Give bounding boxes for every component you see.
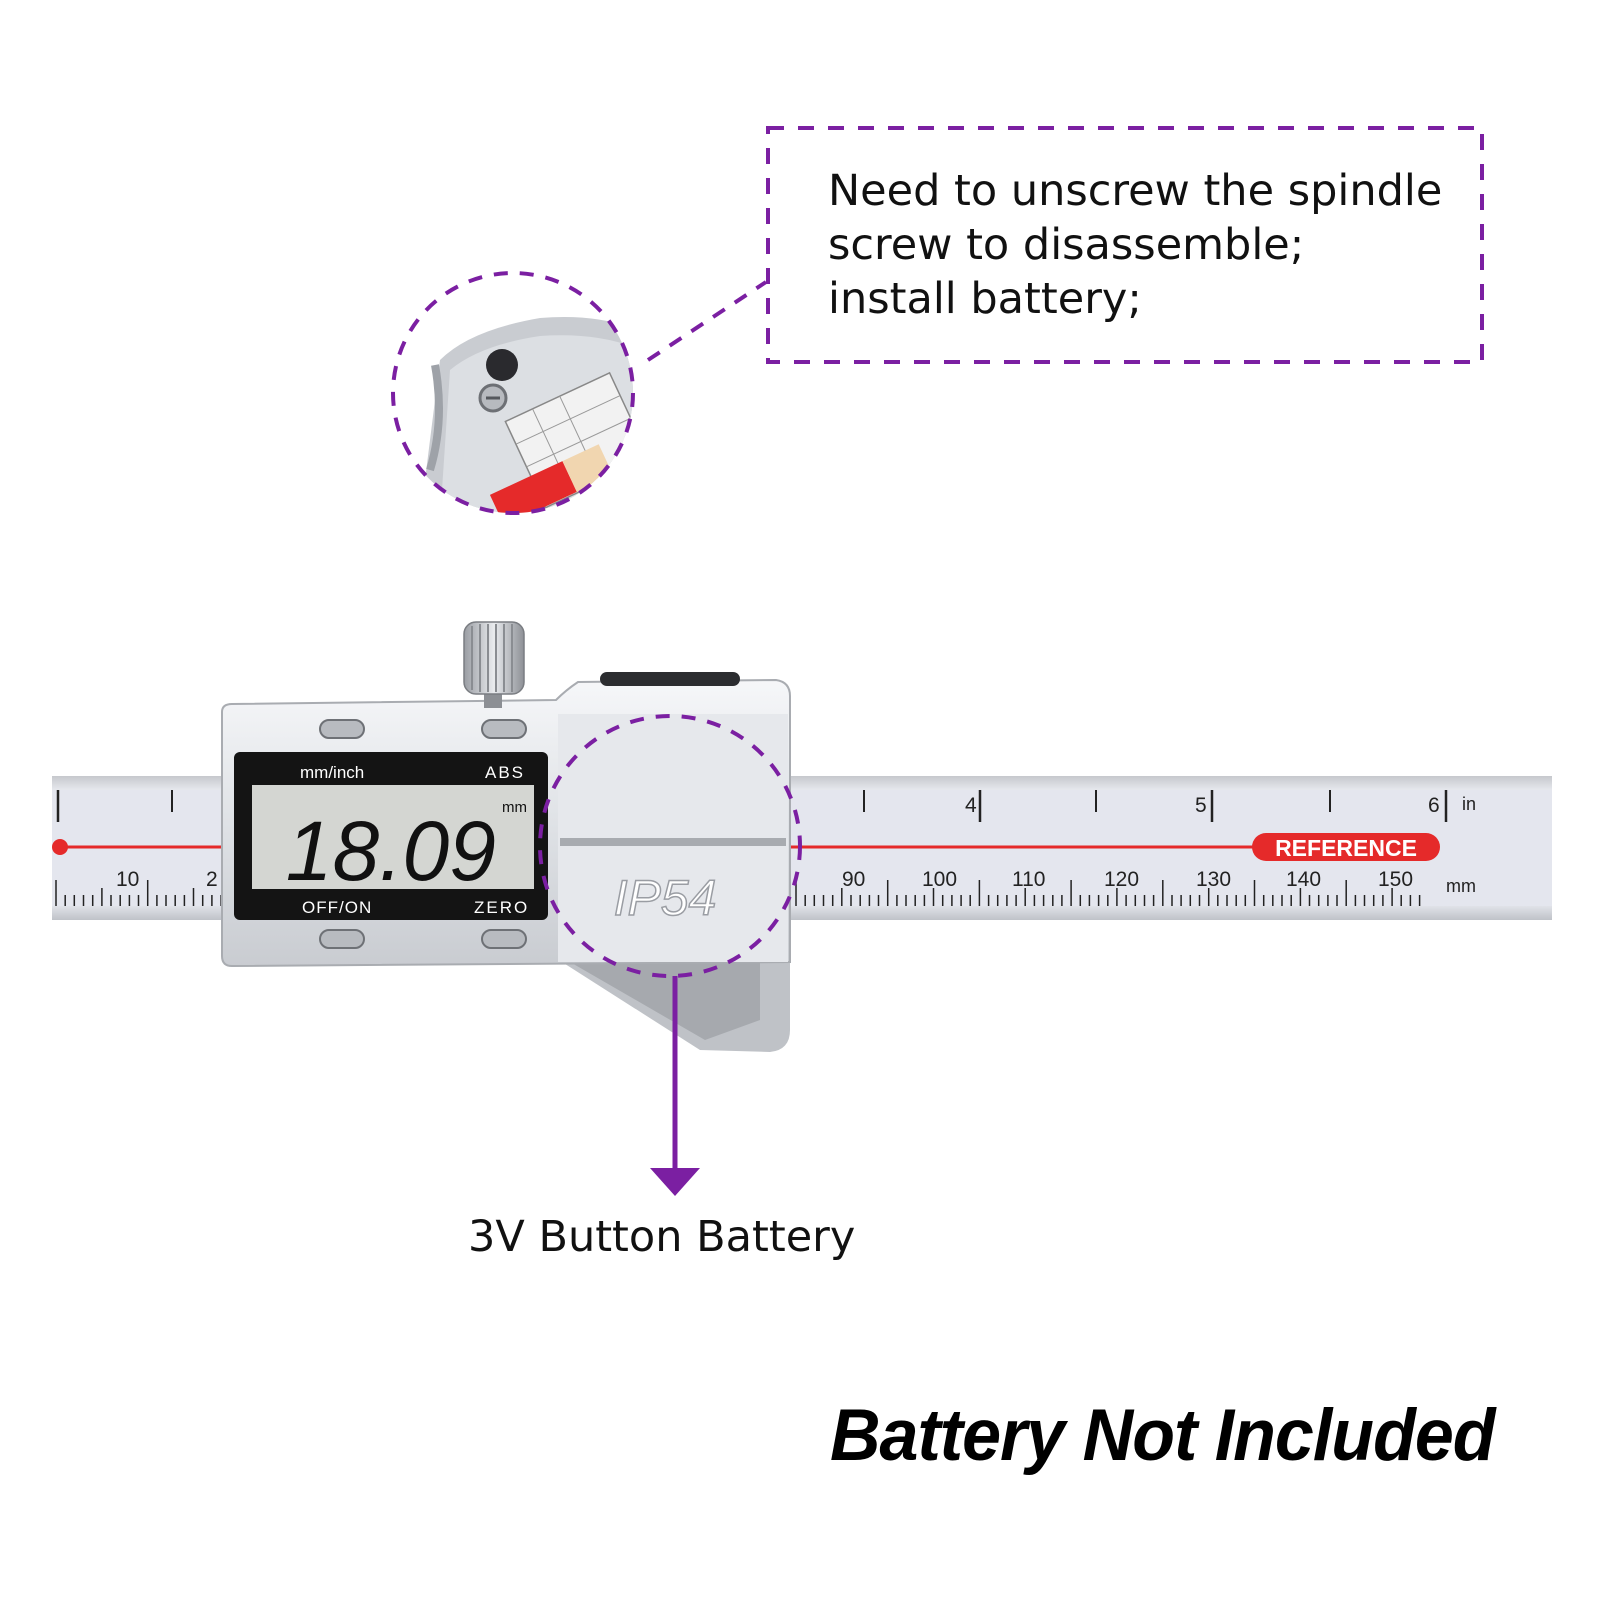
inch-tick-label: 6	[1428, 794, 1440, 817]
mm-tick-label: 10	[116, 868, 139, 891]
callout-box	[766, 126, 1484, 364]
lcd-screen	[252, 785, 534, 889]
closeup-circle	[391, 271, 635, 515]
callout-line: Need to unscrew the spindle	[828, 166, 1443, 216]
top-right-button[interactable]	[481, 719, 527, 739]
mm-tick-label: 100	[922, 868, 957, 891]
caliper-head: mm/inch ABS OFF/ON ZERO 18.09 mm IP54	[221, 621, 791, 1052]
mm-tick-label: 2	[206, 868, 218, 891]
mm-tick-label: 140	[1286, 868, 1321, 891]
ip-rating: IP54	[614, 870, 717, 926]
inch-unit-label: in	[1462, 794, 1476, 814]
mm-tick-label: 90	[842, 868, 865, 891]
lcd-reading: 18.09	[286, 804, 496, 898]
zero-label: ZERO	[474, 898, 529, 917]
inch-tick-label: 5	[1195, 794, 1207, 817]
off-on-button[interactable]	[319, 929, 365, 949]
callout-line: screw to disassemble;	[828, 220, 1305, 270]
battery-label: 3V Button Battery	[468, 1212, 856, 1262]
abs-label: ABS	[485, 763, 525, 782]
arrow-down-icon	[650, 1168, 700, 1196]
inch-tick-label: 4	[965, 794, 977, 817]
mm-unit-label: mm	[1446, 876, 1476, 896]
off-on-label: OFF/ON	[302, 898, 372, 917]
mm-tick-label: 150	[1378, 868, 1413, 891]
ruler-ticks	[55, 880, 1421, 906]
mm-tick-label: 130	[1196, 868, 1231, 891]
lcd-reading-unit: mm	[502, 799, 527, 816]
callout-text: Need to unscrew the spindle screw to dis…	[828, 164, 1442, 326]
reference-badge	[1252, 833, 1440, 861]
mm-tick-label: 120	[1104, 868, 1139, 891]
spindle-screw-closeup	[393, 273, 633, 513]
callout-line: install battery;	[828, 274, 1142, 324]
callout-connector	[646, 280, 768, 362]
reference-label: REFERENCE	[1275, 835, 1417, 861]
battery-compartment-circle	[538, 714, 802, 978]
top-left-button[interactable]	[319, 719, 365, 739]
footer-title: Battery Not Included	[830, 1394, 1496, 1476]
zero-button[interactable]	[481, 929, 527, 949]
mm-tick-label: 110	[1012, 868, 1045, 891]
unit-toggle-label: mm/inch	[300, 763, 364, 782]
